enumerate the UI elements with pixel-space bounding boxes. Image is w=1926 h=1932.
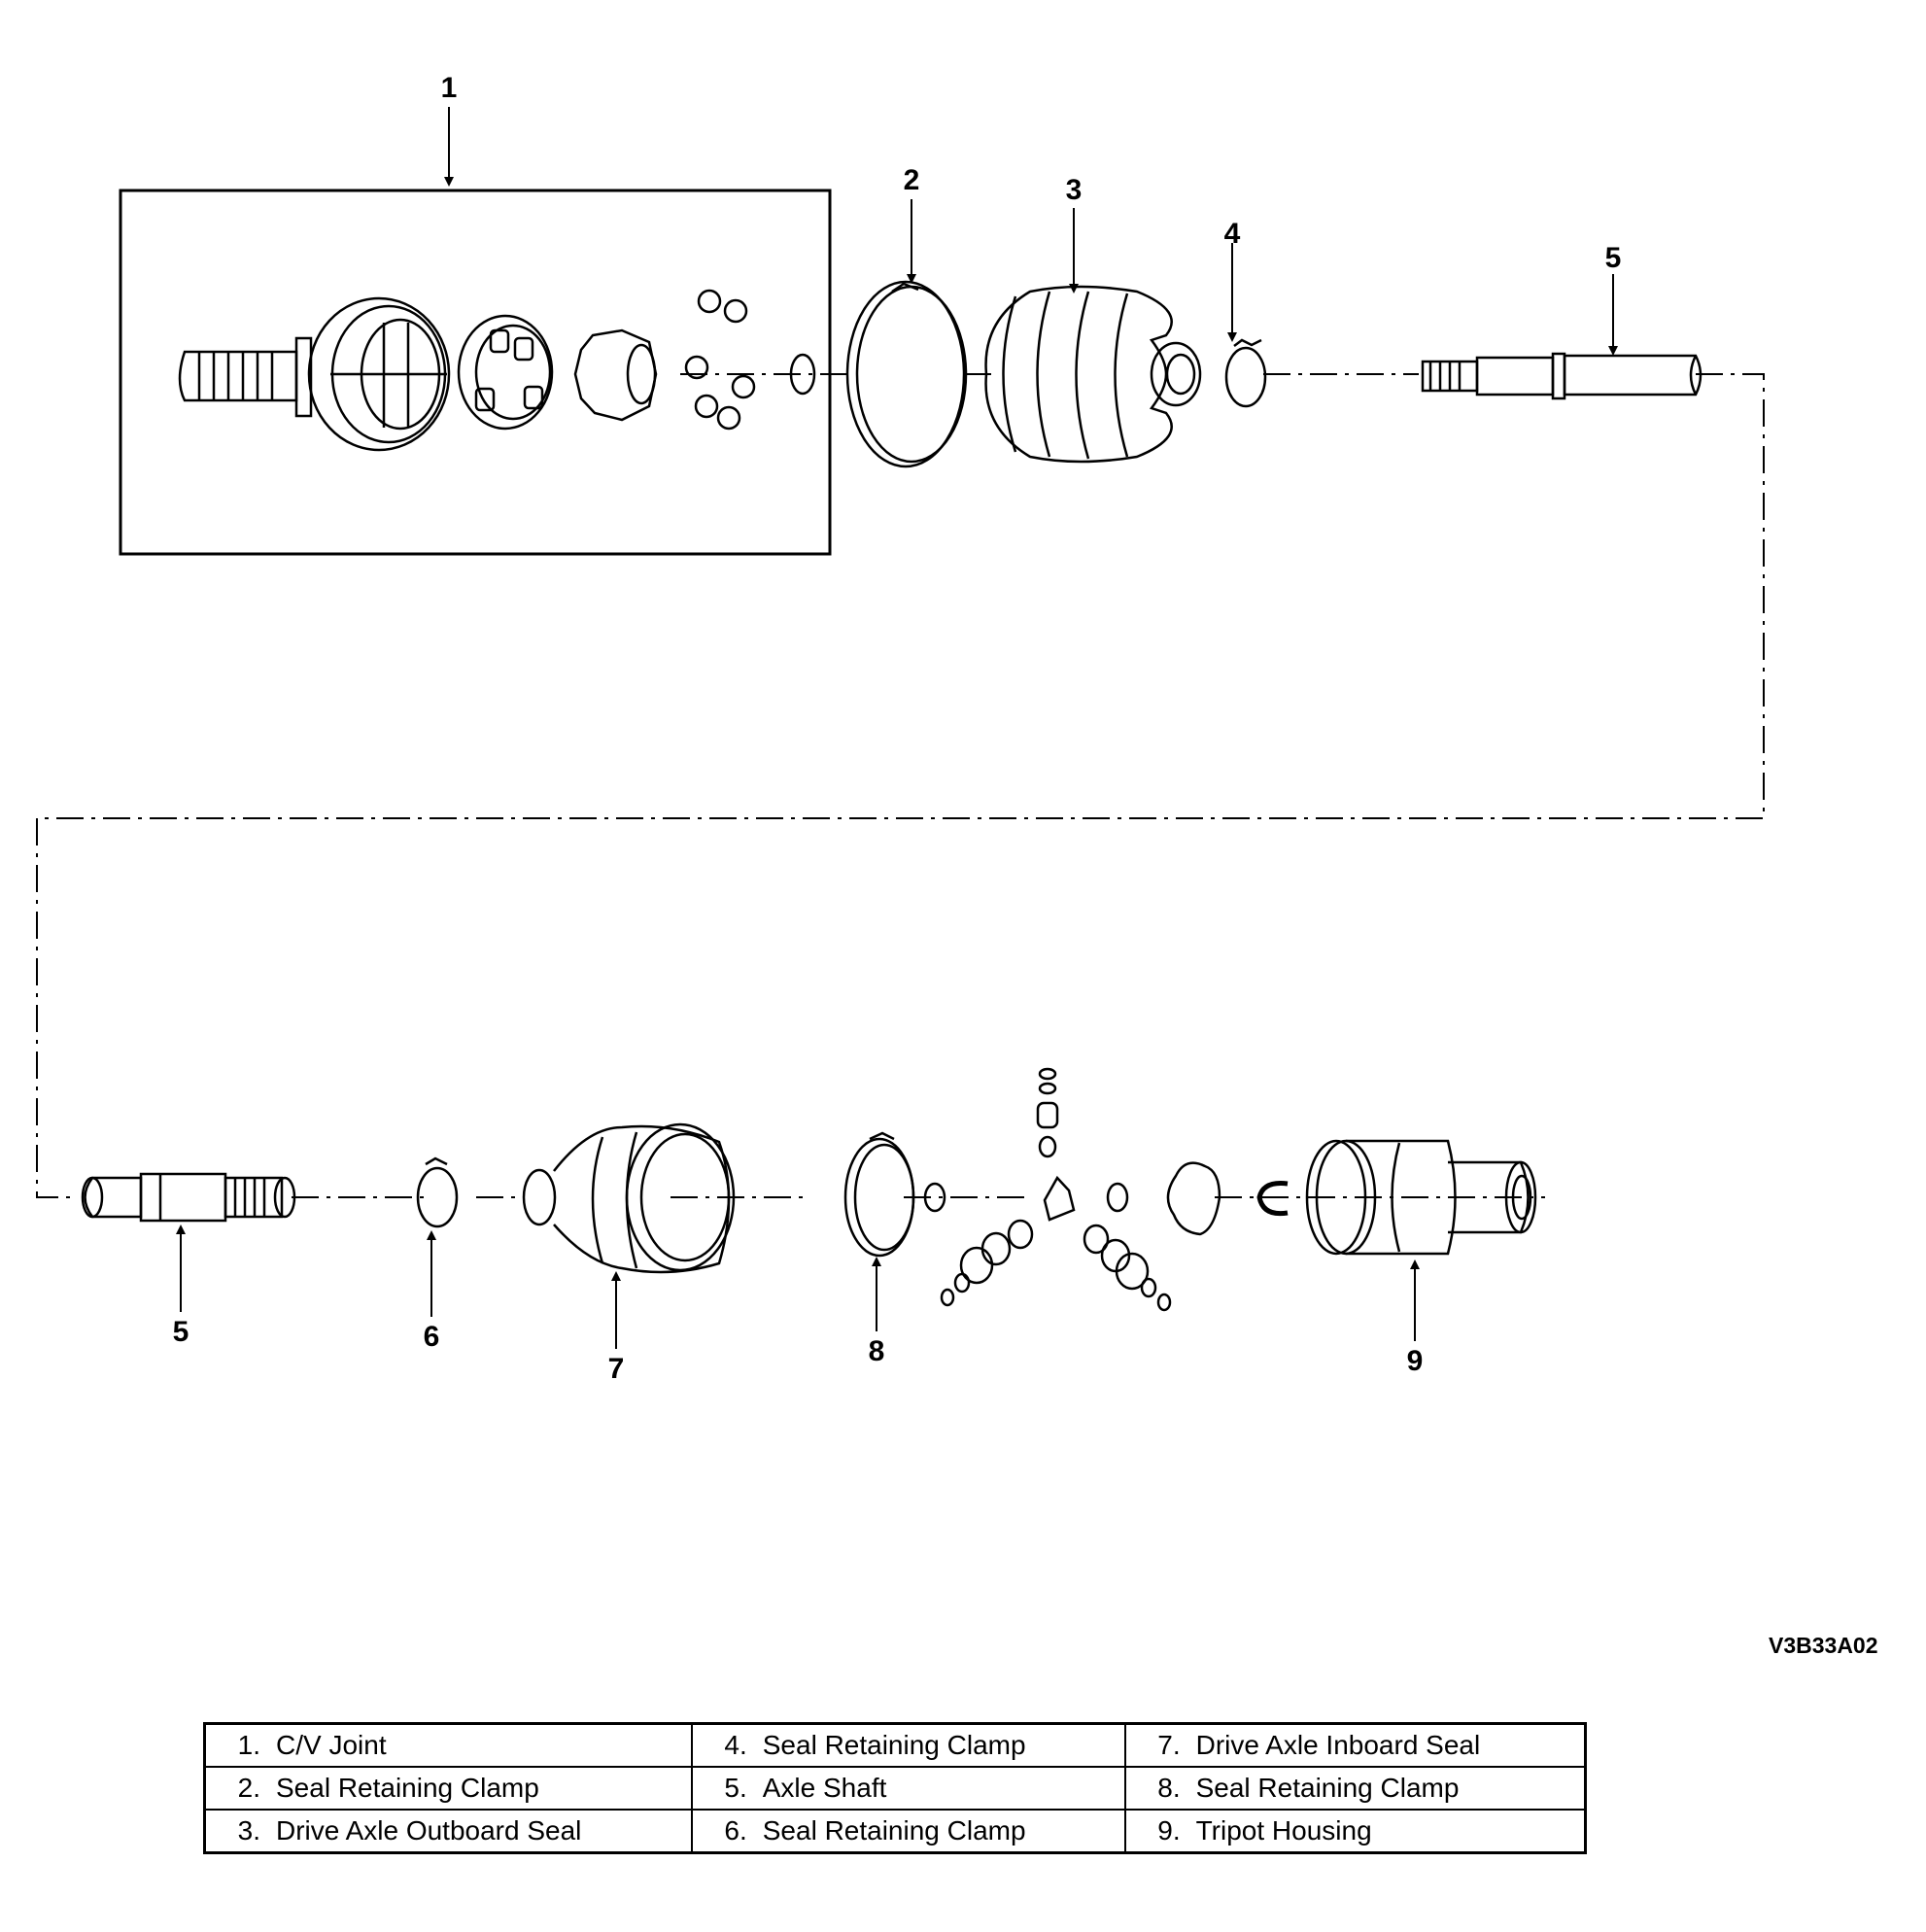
legend-label: Axle Shaft — [762, 1773, 887, 1803]
clamp-2-part — [845, 280, 968, 468]
legend-number: 1. — [237, 1730, 260, 1760]
clamp-6-part — [416, 1156, 459, 1228]
legend-label: Seal Retaining Clamp — [762, 1730, 1026, 1760]
cv-cage-part — [457, 314, 554, 431]
snap-ring-spider — [1106, 1182, 1129, 1213]
legend-label: Tripot Housing — [1195, 1815, 1372, 1846]
cv-joint-part — [178, 296, 451, 452]
inboard-seal-part — [522, 1122, 736, 1274]
axle-shaft-bottom-part — [81, 1172, 296, 1223]
callout-5-bottom: 5 — [173, 1316, 189, 1348]
legend-cell: 3. Drive Axle Outboard Seal — [203, 1809, 693, 1854]
legend-number: 5. — [724, 1773, 747, 1803]
legend-cell: 2. Seal Retaining Clamp — [203, 1766, 693, 1811]
legend-label: Drive Axle Inboard Seal — [1195, 1730, 1481, 1760]
legend-cell: 6. Seal Retaining Clamp — [690, 1809, 1126, 1854]
cv-balls-part — [684, 289, 756, 431]
callout-1: 1 — [441, 72, 458, 104]
retaining-ring-part — [1256, 1181, 1289, 1217]
legend-cell: 5. Axle Shaft — [690, 1766, 1126, 1811]
legend-cell: 1. C/V Joint — [203, 1722, 693, 1768]
leader-arrows — [176, 107, 1618, 1349]
callout-8: 8 — [869, 1335, 885, 1367]
callout-9: 9 — [1407, 1345, 1424, 1377]
legend-label: Drive Axle Outboard Seal — [276, 1815, 582, 1846]
callout-7: 7 — [608, 1353, 625, 1385]
legend-number: 4. — [724, 1730, 747, 1760]
spider-assembly-part — [940, 1067, 1172, 1312]
top-center-line — [36, 373, 1765, 1198]
callout-5-top: 5 — [1605, 242, 1622, 274]
parts-legend-table: 1. C/V Joint 4. Seal Retaining Clamp 7. Dri… — [203, 1722, 1587, 1854]
callout-6: 6 — [424, 1321, 440, 1353]
legend-number: 8. — [1157, 1773, 1181, 1803]
outboard-seal-part — [984, 285, 1202, 464]
legend-label: Seal Retaining Clamp — [1195, 1773, 1460, 1803]
snap-ring-inner — [923, 1182, 946, 1213]
grease-part — [1166, 1161, 1221, 1236]
snap-ring-top — [789, 353, 816, 396]
clamp-8-part — [843, 1131, 915, 1258]
legend-number: 7. — [1157, 1730, 1181, 1760]
clamp-4-part — [1224, 338, 1267, 408]
legend-cell: 7. Drive Axle Inboard Seal — [1123, 1722, 1587, 1768]
legend-cell: 9. Tripot Housing — [1123, 1809, 1587, 1854]
legend-label: C/V Joint — [276, 1730, 387, 1760]
legend-cell: 8. Seal Retaining Clamp — [1123, 1766, 1587, 1811]
legend-number: 3. — [237, 1815, 260, 1846]
legend-number: 6. — [724, 1815, 747, 1846]
cv-joint-kit-frame — [119, 189, 832, 556]
tripot-housing-part — [1305, 1139, 1537, 1256]
legend-row: 2. Seal Retaining Clamp 5. Axle Shaft 8. Se… — [203, 1766, 1587, 1811]
axle-shaft-top-part — [1421, 352, 1702, 400]
callout-3: 3 — [1066, 174, 1083, 206]
legend-number: 9. — [1157, 1815, 1181, 1846]
legend-label: Seal Retaining Clamp — [762, 1815, 1026, 1846]
figure-id: V3B33A02 — [1769, 1633, 1878, 1658]
callout-4: 4 — [1224, 218, 1241, 250]
legend-row: 3. Drive Axle Outboard Seal 6. Seal Retain… — [203, 1809, 1587, 1854]
legend-label: Seal Retaining Clamp — [276, 1773, 539, 1803]
legend-number: 2. — [237, 1773, 260, 1803]
callout-2: 2 — [904, 164, 920, 196]
cv-inner-race-part — [573, 328, 658, 422]
legend-cell: 4. Seal Retaining Clamp — [690, 1722, 1126, 1768]
legend-row: 1. C/V Joint 4. Seal Retaining Clamp 7. Dri… — [203, 1722, 1587, 1768]
